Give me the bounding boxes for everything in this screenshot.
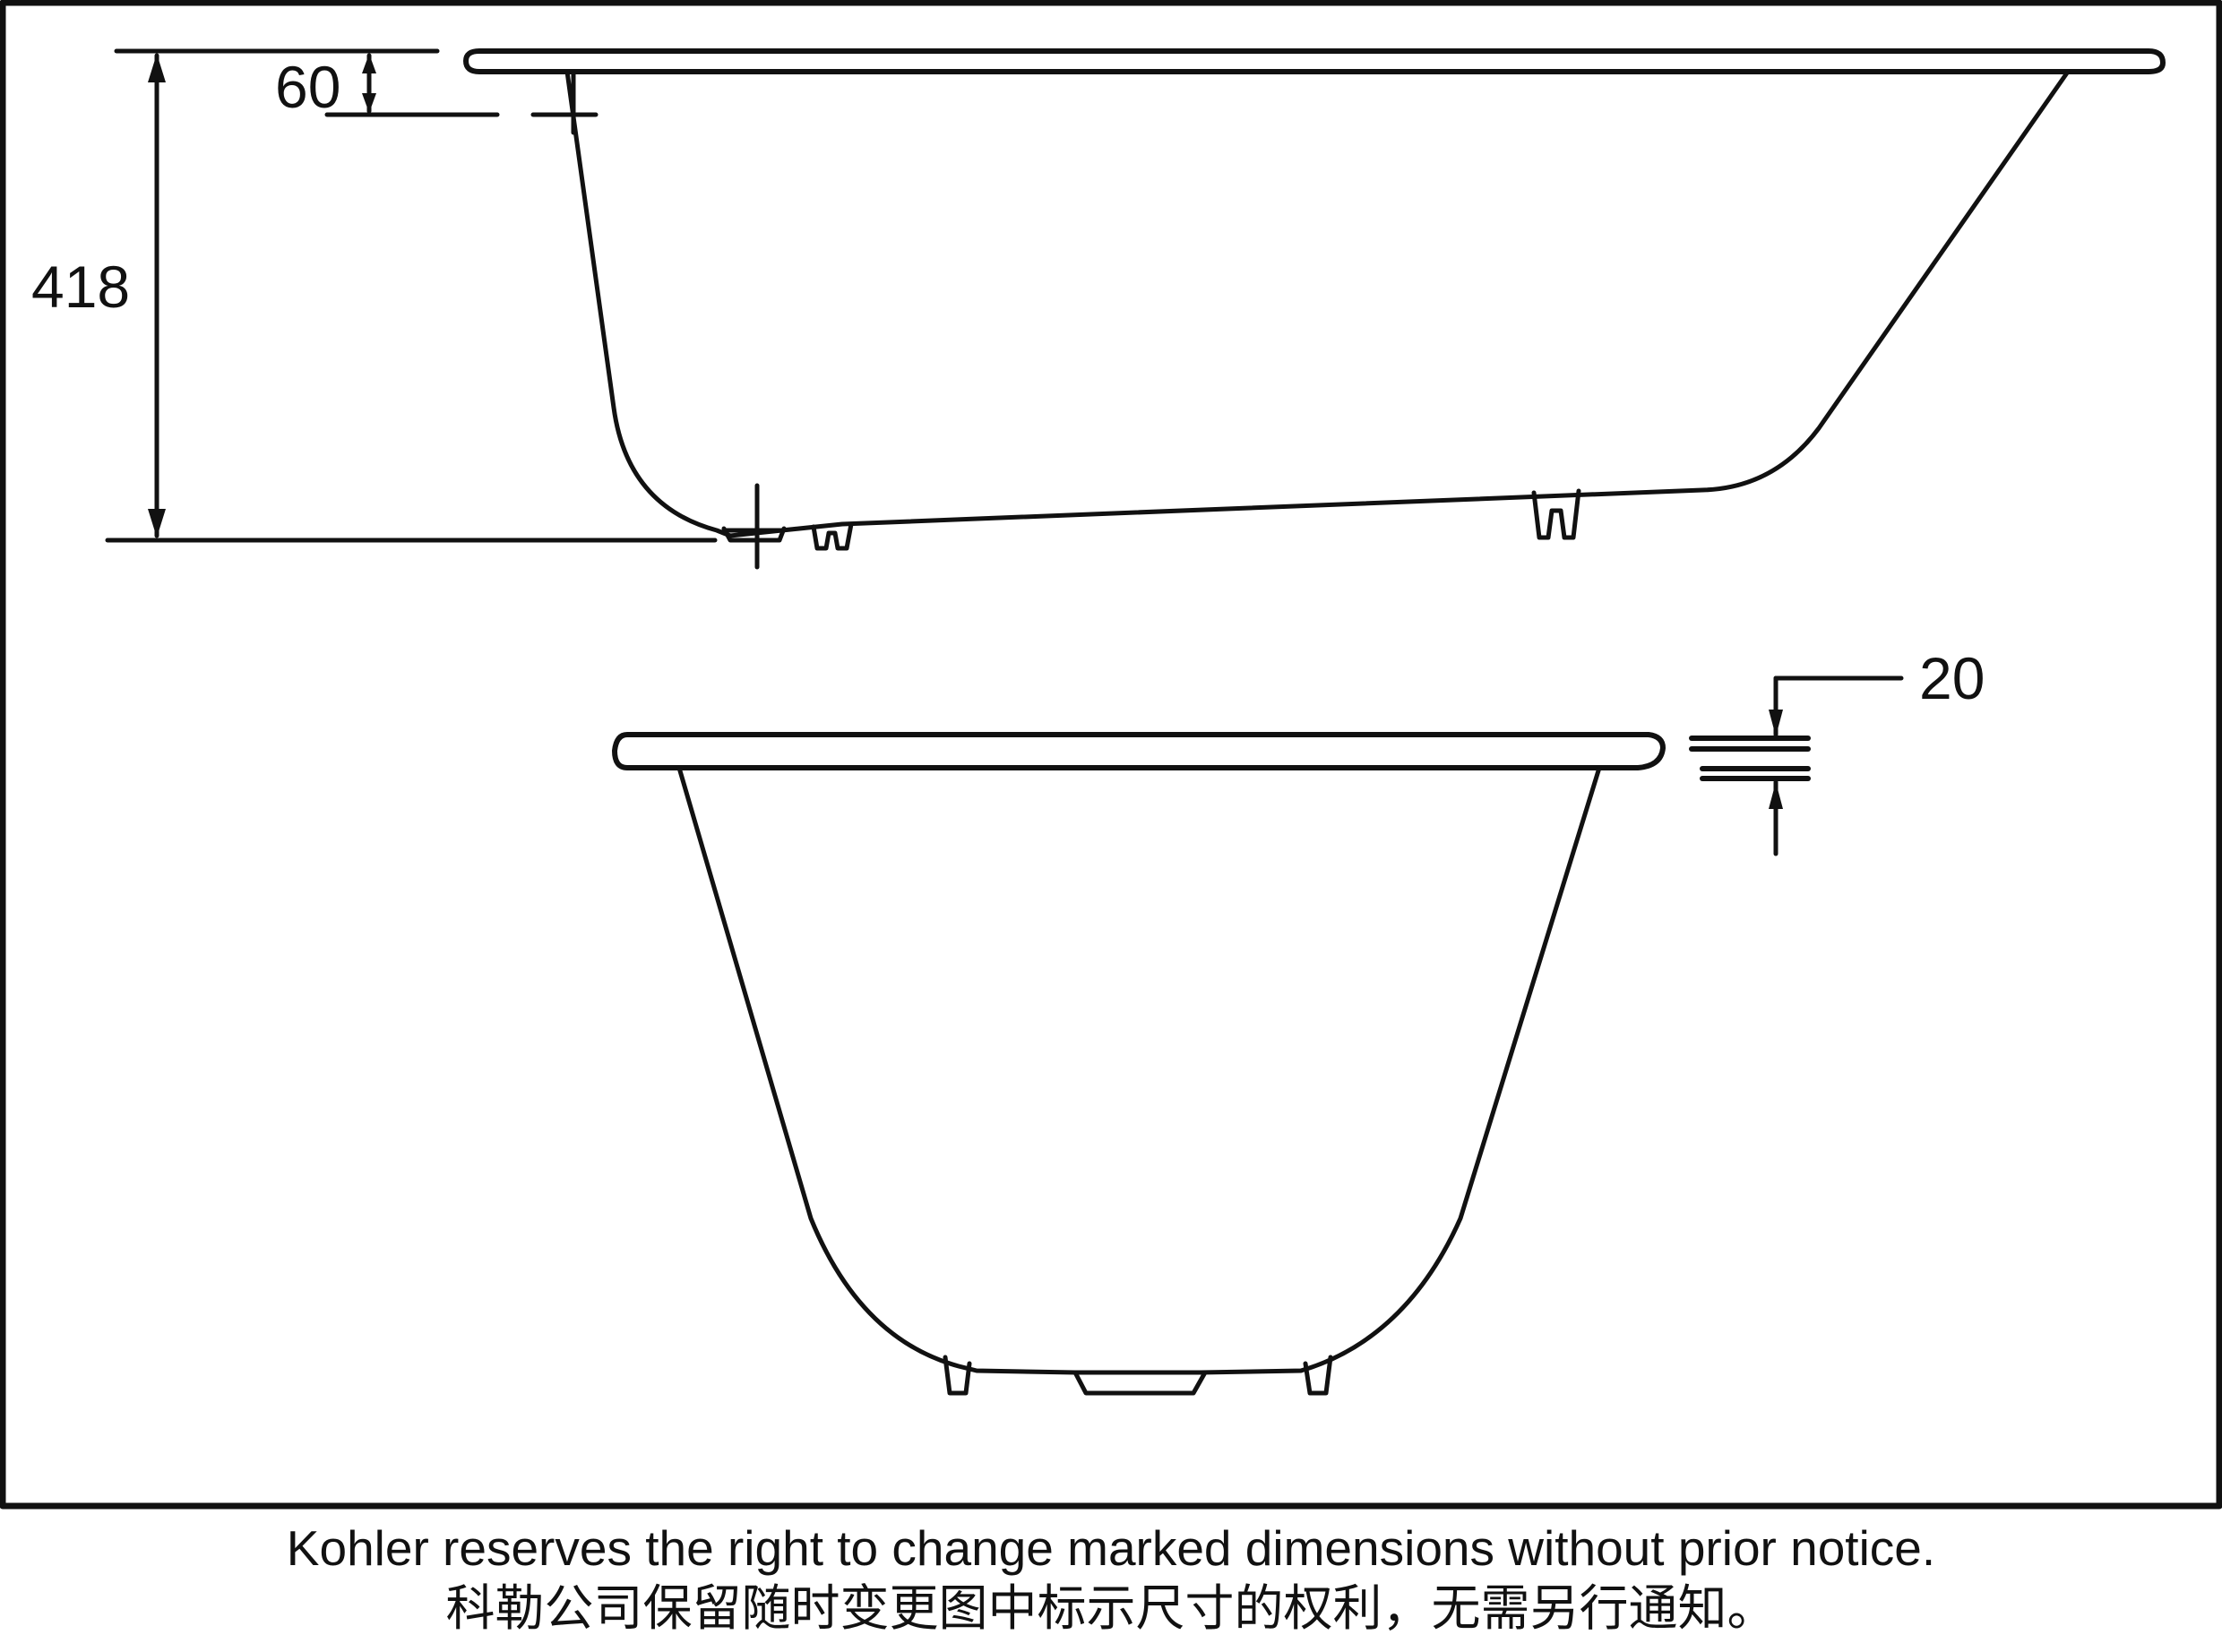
side-elevation-view xyxy=(463,48,2166,570)
end-drain-channel xyxy=(1072,1370,1208,1396)
end-elevation-view xyxy=(612,732,1666,1396)
arrow-418-bottom xyxy=(148,509,166,538)
drawing-border xyxy=(0,0,2222,1510)
end-tub-bowl xyxy=(676,765,1602,1375)
side-foot-left xyxy=(811,521,854,551)
dim-label-418: 418 xyxy=(31,254,130,320)
notice-chinese: 科勒公司保留随时变更图中标示尺寸的权利，无需另行通知。 xyxy=(445,1580,1776,1636)
arrow-20-lower xyxy=(1769,782,1783,809)
arrow-418-top xyxy=(148,54,166,82)
dim-label-60: 60 xyxy=(275,54,340,120)
dimension-rim-thickness: 20 xyxy=(1689,645,1985,856)
end-foot-right xyxy=(1303,1355,1333,1396)
end-foot-left xyxy=(943,1355,972,1396)
notice-english: Kohler reserves the right to change mark… xyxy=(287,1520,1935,1576)
dimension-total-height: 418 xyxy=(31,48,718,543)
arrow-60-bottom xyxy=(362,93,376,113)
dimension-rim-depth: 60 xyxy=(275,53,500,120)
side-tub-body xyxy=(564,69,2071,538)
arrow-20-upper xyxy=(1769,710,1783,736)
end-rim xyxy=(612,732,1666,770)
dim-label-20: 20 xyxy=(1919,645,1985,711)
side-rim xyxy=(463,48,2166,74)
arrow-60-top xyxy=(362,54,376,73)
side-foot-right xyxy=(1531,488,1581,540)
